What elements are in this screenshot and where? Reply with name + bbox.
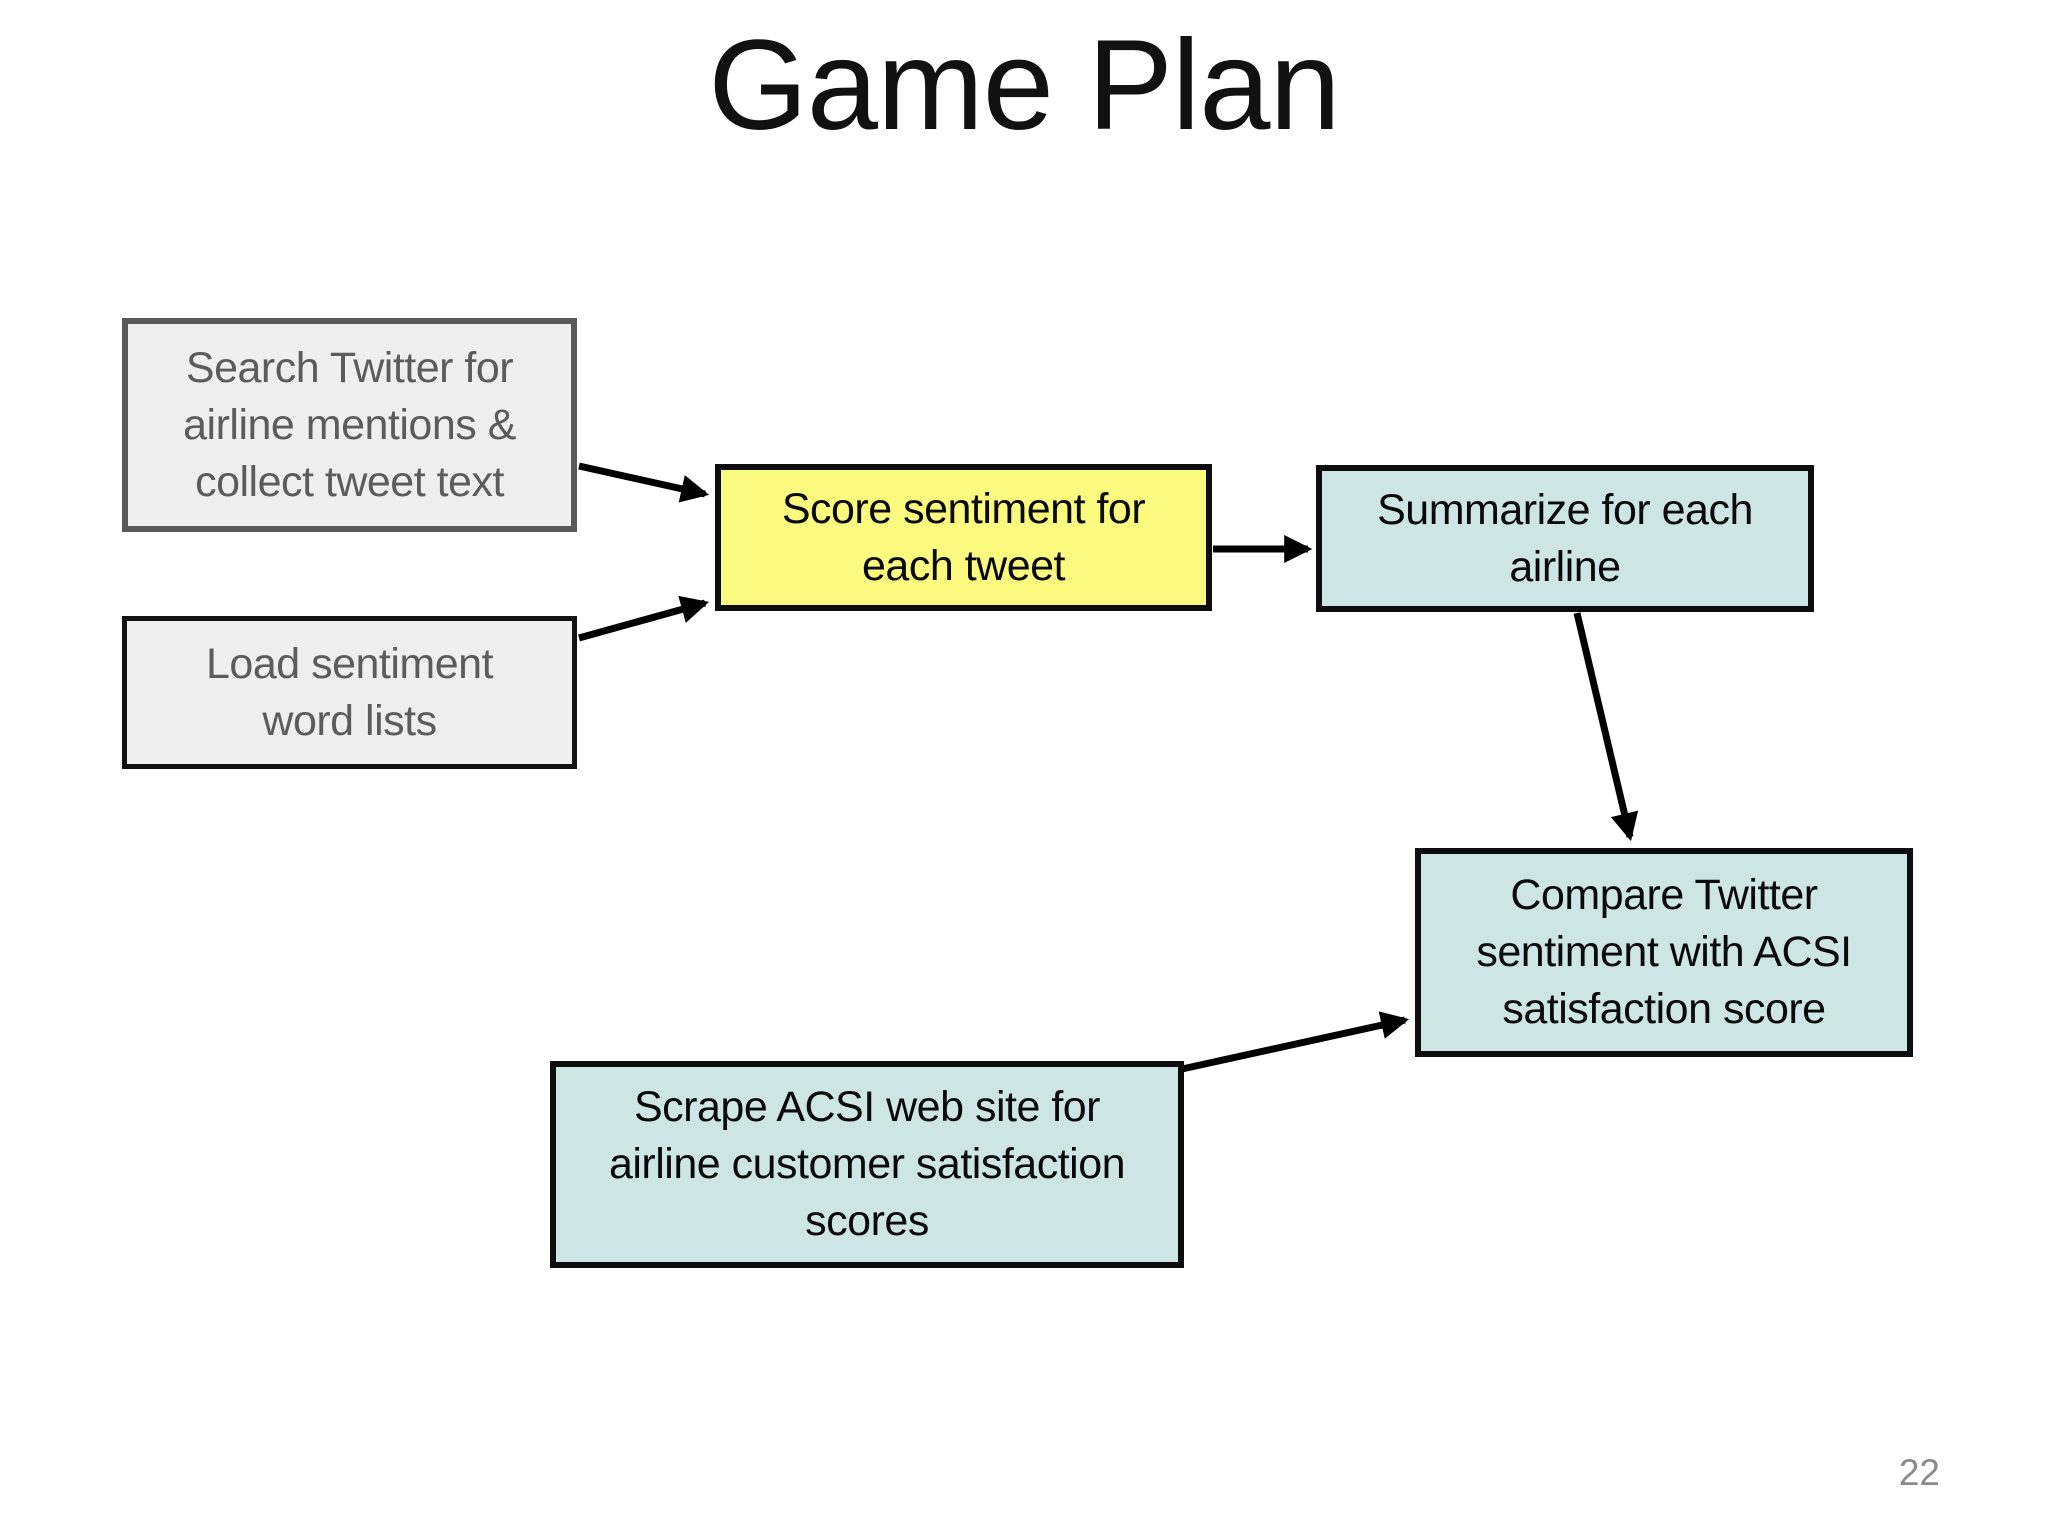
node-scrape-acsi: Scrape ACSI web site for airline custome… [550, 1061, 1184, 1268]
node-load-wordlists: Load sentiment word lists [122, 616, 577, 769]
page-number: 22 [1898, 1452, 1940, 1493]
node-load-wordlists-label: Load sentiment word lists [205, 639, 494, 745]
node-search-twitter-label: Search Twitter for airline mentions & co… [183, 343, 516, 506]
node-search-twitter: Search Twitter for airline mentions & co… [122, 318, 577, 532]
node-compare-label: Compare Twitter sentiment with ACSI sati… [1476, 871, 1852, 1033]
node-summarize: Summarize for each airline [1316, 465, 1814, 612]
arrow-load-to-score [578, 595, 710, 642]
arrow-scrape-to-compare [1181, 1011, 1410, 1073]
node-score-sentiment: Score sentiment for each tweet [715, 464, 1212, 611]
node-scrape-acsi-label: Scrape ACSI web site for airline custome… [608, 1083, 1126, 1245]
arrow-search-to-score [578, 462, 710, 503]
page-title: Game Plan [708, 14, 1340, 157]
arrow-summarize-to-compare [1573, 612, 1639, 842]
node-score-sentiment-label: Score sentiment for each tweet [781, 484, 1146, 590]
node-compare: Compare Twitter sentiment with ACSI sati… [1415, 848, 1913, 1057]
node-summarize-label: Summarize for each airline [1377, 485, 1753, 591]
